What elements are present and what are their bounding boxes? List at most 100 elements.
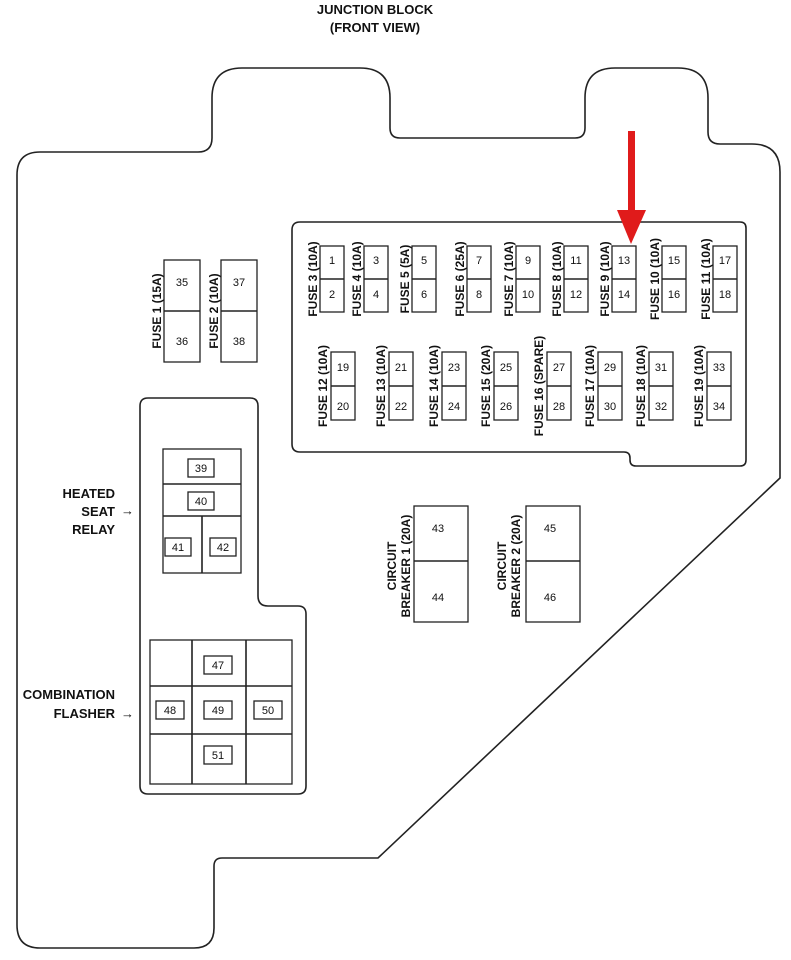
flasher-terminal-50-box [253, 700, 283, 720]
fuse-label: FUSE 7 (10A) [502, 241, 516, 316]
fuse-terminal-27: 27 [553, 362, 565, 374]
fuse-11[interactable]: 17 18 FUSE 11 (10A) [699, 238, 738, 320]
fuse-label: FUSE 8 (10A) [550, 241, 564, 316]
breaker-terminal-46: 46 [544, 592, 556, 604]
breaker-label-line1: CIRCUIT [385, 541, 399, 590]
flasher-terminal-48: 48 [164, 705, 176, 717]
combination-flasher[interactable]: 47 48 49 50 51 [149, 639, 293, 785]
heated-seat-relay-label-line2: SEAT [81, 504, 115, 519]
fuse-terminal-19: 19 [337, 362, 349, 374]
fuse-terminal-22: 22 [395, 401, 407, 413]
fuse-terminal-8: 8 [476, 289, 482, 301]
fuse-terminal-2: 2 [329, 289, 335, 301]
flasher-terminal-51-box [203, 745, 233, 765]
relay-terminal-42: 42 [217, 542, 229, 554]
fuse-terminal-15: 15 [668, 255, 680, 267]
breaker-terminal-45: 45 [544, 523, 556, 535]
fuse-19[interactable]: 33 34 FUSE 19 (10A) [692, 345, 732, 427]
fuse-label: FUSE 3 (10A) [306, 241, 320, 316]
fuse-terminal-7: 7 [476, 255, 482, 267]
combination-flasher-label-line2: FLASHER [54, 706, 116, 721]
fuse-terminal-17: 17 [719, 255, 731, 267]
fuse-terminal-18: 18 [719, 289, 731, 301]
fuse-3[interactable]: 1 2 FUSE 3 (10A) [306, 241, 345, 317]
fuse-terminal-13: 13 [618, 255, 630, 267]
fuse-18[interactable]: 31 32 FUSE 18 (10A) [634, 345, 674, 427]
fuse-terminal-30: 30 [604, 401, 616, 413]
fuse-terminal-38: 38 [233, 336, 245, 348]
breaker-terminal-43: 43 [432, 523, 444, 535]
relay-terminal-40-box [187, 491, 215, 511]
flasher-terminal-51: 51 [212, 750, 224, 762]
flasher-terminal-47-box [203, 655, 233, 675]
fuse-label: FUSE 16 (SPARE) [532, 336, 546, 436]
fuse-12[interactable]: 19 20 FUSE 12 (10A) [316, 345, 356, 427]
heated-seat-relay-label-line3: RELAY [72, 522, 115, 537]
diagram-title-line2: (FRONT VIEW) [330, 20, 420, 35]
fuse-5[interactable]: 5 6 FUSE 5 (5A) [398, 245, 437, 314]
fuse-terminal-20: 20 [337, 401, 349, 413]
highlight-arrow [617, 131, 646, 244]
fuse-label: FUSE 2 (10A) [207, 273, 221, 348]
relay-terminal-42-box [209, 537, 237, 557]
breaker-terminal-44: 44 [432, 592, 444, 604]
fuse-terminal-11: 11 [570, 255, 581, 267]
fuse-14[interactable]: 23 24 FUSE 14 (10A) [427, 345, 467, 427]
fuse-terminal-28: 28 [553, 401, 565, 413]
fuse-8[interactable]: 11 12 FUSE 8 (10A) [550, 241, 589, 317]
fuse-terminal-31: 31 [655, 362, 667, 374]
combination-flasher-arrow-icon: → [121, 706, 134, 721]
fuse-terminal-12: 12 [570, 289, 582, 301]
fuse-terminal-37: 37 [233, 277, 245, 289]
fuse-terminal-16: 16 [668, 289, 680, 301]
fuse-terminal-14: 14 [618, 289, 630, 301]
relay-terminal-41-box [164, 537, 192, 557]
fuse-terminal-9: 9 [525, 255, 531, 267]
fuse-label: FUSE 19 (10A) [692, 345, 706, 427]
fuse-panel-outline [291, 221, 747, 467]
fuse-terminal-5: 5 [421, 255, 427, 267]
fuse-9[interactable]: 13 14 FUSE 9 (10A) [598, 241, 637, 317]
fuse-terminal-32: 32 [655, 401, 667, 413]
fuse-6[interactable]: 7 8 FUSE 6 (25A) [453, 241, 492, 317]
fuse-16[interactable]: 27 28 FUSE 16 (SPARE) [532, 336, 572, 436]
fuse-label: FUSE 12 (10A) [316, 345, 330, 427]
fuse-4[interactable]: 3 4 FUSE 4 (10A) [350, 241, 389, 317]
circuit-breaker-2[interactable]: 45 46 CIRCUIT BREAKER 2 (20A) [495, 505, 581, 623]
fuse-label: FUSE 17 (10A) [583, 345, 597, 427]
flasher-terminal-49: 49 [212, 705, 224, 717]
fuse-terminal-21: 21 [395, 362, 407, 374]
circuit-breaker-1[interactable]: 43 44 CIRCUIT BREAKER 1 (20A) [385, 505, 469, 623]
fuse-17[interactable]: 29 30 FUSE 17 (10A) [583, 345, 623, 427]
fuse-terminal-4: 4 [373, 289, 379, 301]
fuse-label: FUSE 14 (10A) [427, 345, 441, 427]
fuse-terminal-35: 35 [176, 277, 188, 289]
breaker-label-line2: BREAKER 1 (20A) [399, 515, 413, 618]
relay-section-outline [139, 397, 307, 795]
fuse-2[interactable]: 37 38 FUSE 2 (10A) [207, 259, 258, 363]
fuse-label: FUSE 18 (10A) [634, 345, 648, 427]
fuse-1[interactable]: 35 36 FUSE 1 (15A) [150, 259, 201, 363]
fuse-15[interactable]: 25 26 FUSE 15 (20A) [479, 345, 519, 427]
fuse-label: FUSE 4 (10A) [350, 241, 364, 316]
heated-seat-relay-arrow-icon: → [121, 503, 134, 518]
relay-terminal-40: 40 [195, 496, 207, 508]
fuse-label: FUSE 9 (10A) [598, 241, 612, 316]
fuse-13[interactable]: 21 22 FUSE 13 (10A) [374, 345, 414, 427]
fuse-7[interactable]: 9 10 FUSE 7 (10A) [502, 241, 541, 317]
fuse-label: FUSE 10 (10A) [648, 238, 662, 320]
fuse-label: FUSE 6 (25A) [453, 241, 467, 316]
fuse-label: FUSE 1 (15A) [150, 273, 164, 348]
heated-seat-relay-label-line1: HEATED [63, 486, 115, 501]
fuse-label: FUSE 15 (20A) [479, 345, 493, 427]
fuse-terminal-24: 24 [448, 401, 460, 413]
flasher-terminal-48-box [155, 700, 185, 720]
fuse-label: FUSE 13 (10A) [374, 345, 388, 427]
heated-seat-relay[interactable]: 39 40 41 42 [162, 448, 242, 574]
fuse-terminal-33: 33 [713, 362, 725, 374]
fuse-terminal-3: 3 [373, 255, 379, 267]
fuse-10[interactable]: 15 16 FUSE 10 (10A) [648, 238, 687, 320]
flasher-terminal-49-box [203, 700, 233, 720]
fuse-terminal-26: 26 [500, 401, 512, 413]
